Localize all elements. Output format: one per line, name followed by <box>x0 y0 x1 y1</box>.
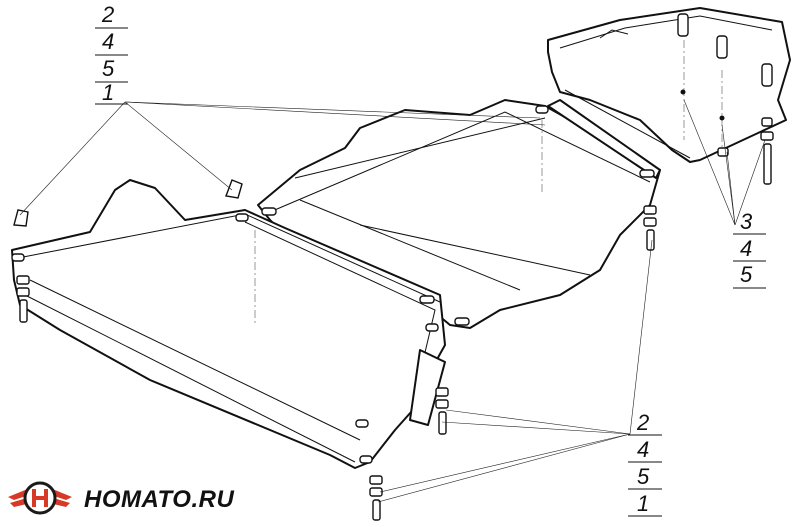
callout-label: 5 <box>637 464 650 489</box>
rear-protection-plate <box>547 7 791 185</box>
leader-lines <box>19 99 766 503</box>
callout-label: 2 <box>636 410 649 435</box>
winged-h-logo-icon <box>8 481 72 515</box>
callout-right: 3 4 5 <box>733 209 766 289</box>
logo-text: HOMATO.RU <box>84 486 234 513</box>
callout-label: 4 <box>102 29 114 54</box>
homato-logo: HOMATO.RU <box>8 481 234 515</box>
callout-top-left: 2 4 5 1 <box>95 2 128 105</box>
callout-label: 4 <box>740 236 752 261</box>
callout-label: 5 <box>740 262 753 287</box>
fasteners <box>13 179 657 521</box>
callout-label: 5 <box>102 56 115 81</box>
callout-label: 4 <box>637 437 649 462</box>
callout-label: 1 <box>102 80 114 105</box>
callout-label: 3 <box>740 209 753 234</box>
front-protection-plate <box>11 179 446 469</box>
callout-label: 2 <box>101 2 114 27</box>
callout-label: 1 <box>637 491 649 516</box>
callout-bottom-right: 2 4 5 1 <box>628 410 662 517</box>
